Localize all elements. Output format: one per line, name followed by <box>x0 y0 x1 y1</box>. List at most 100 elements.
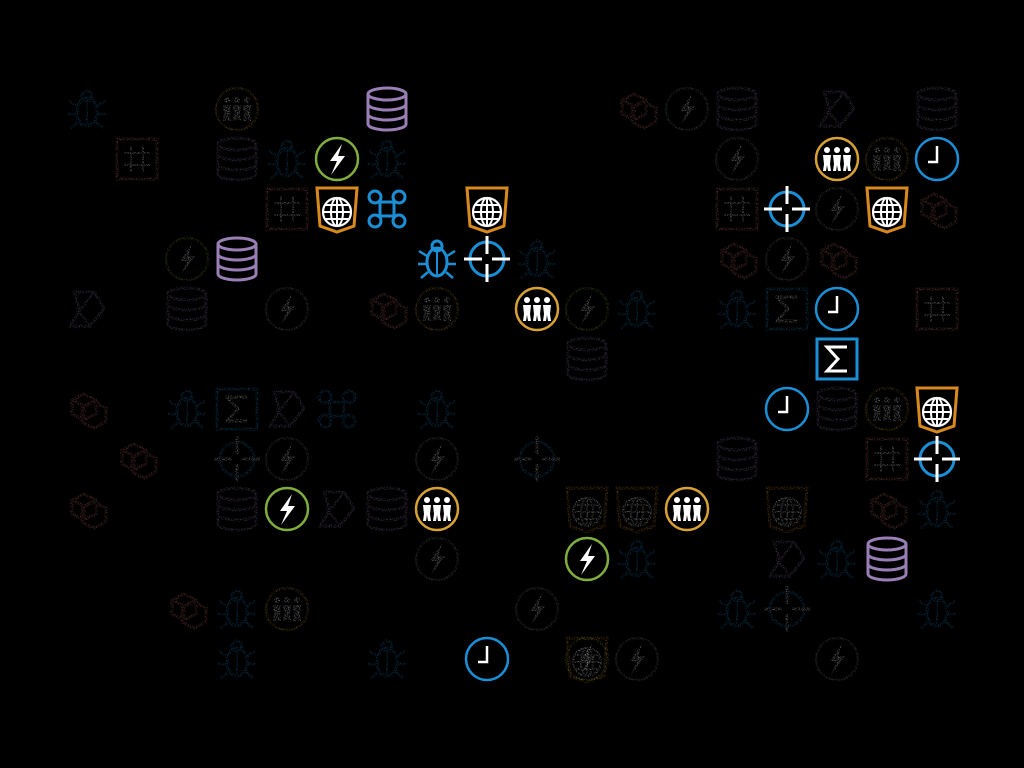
game-tile[interactable] <box>164 586 210 632</box>
game-tile[interactable] <box>564 486 610 534</box>
game-tile[interactable] <box>514 586 560 632</box>
game-tile[interactable] <box>414 386 460 432</box>
game-tile[interactable] <box>364 636 410 682</box>
game-tile[interactable] <box>714 586 760 632</box>
game-tile[interactable] <box>214 486 260 532</box>
game-tile[interactable] <box>914 186 960 232</box>
game-tile[interactable] <box>714 286 760 332</box>
game-tile[interactable] <box>164 386 210 432</box>
game-tile[interactable] <box>764 486 810 534</box>
game-tile[interactable] <box>564 536 610 582</box>
game-tile[interactable] <box>514 236 560 282</box>
game-tile[interactable] <box>914 386 960 434</box>
game-tile[interactable] <box>764 286 810 332</box>
game-tile[interactable] <box>814 536 860 582</box>
game-tile[interactable] <box>564 636 610 684</box>
game-tile[interactable] <box>314 386 360 432</box>
game-tile[interactable] <box>864 486 910 532</box>
game-tile[interactable] <box>914 436 960 482</box>
game-tile[interactable] <box>714 86 760 132</box>
game-tile[interactable] <box>214 136 260 182</box>
game-tile[interactable] <box>864 436 910 482</box>
game-tile[interactable] <box>114 136 160 182</box>
globe-badge-icon <box>565 636 609 684</box>
game-tile[interactable] <box>564 286 610 332</box>
game-tile[interactable] <box>264 186 310 232</box>
game-tile[interactable] <box>714 136 760 182</box>
game-tile[interactable] <box>814 186 860 232</box>
game-tile[interactable] <box>214 386 260 432</box>
game-tile[interactable] <box>414 236 460 282</box>
game-tile[interactable] <box>214 436 260 482</box>
game-tile[interactable] <box>864 536 910 582</box>
game-tile[interactable] <box>714 436 760 482</box>
game-tile[interactable] <box>464 186 510 234</box>
game-tile[interactable] <box>264 586 310 632</box>
game-tile[interactable] <box>614 286 660 332</box>
game-tile[interactable] <box>714 236 760 282</box>
game-tile[interactable] <box>464 236 510 282</box>
game-tile[interactable] <box>914 486 960 532</box>
game-tile[interactable] <box>864 186 910 234</box>
game-tile[interactable] <box>214 236 260 282</box>
game-tile[interactable] <box>764 586 810 632</box>
game-tile[interactable] <box>364 286 410 332</box>
game-tile[interactable] <box>914 86 960 132</box>
game-tile[interactable] <box>364 186 410 232</box>
game-tile[interactable] <box>864 136 910 182</box>
game-tile[interactable] <box>364 486 410 532</box>
game-tile[interactable] <box>114 436 160 482</box>
game-tile[interactable] <box>764 236 810 282</box>
game-tile[interactable] <box>264 286 310 332</box>
game-tile[interactable] <box>364 136 410 182</box>
game-tile[interactable] <box>614 486 660 534</box>
game-tile[interactable] <box>614 536 660 582</box>
game-tile[interactable] <box>214 636 260 682</box>
game-tile[interactable] <box>764 186 810 232</box>
game-tile[interactable] <box>414 486 460 532</box>
game-tile[interactable] <box>264 436 310 482</box>
game-tile[interactable] <box>364 86 410 132</box>
game-tile[interactable] <box>214 586 260 632</box>
game-tile[interactable] <box>514 286 560 332</box>
game-tile[interactable] <box>314 486 360 532</box>
game-tile[interactable] <box>664 486 710 532</box>
game-tile[interactable] <box>64 286 110 332</box>
game-tile[interactable] <box>314 136 360 182</box>
game-tile[interactable] <box>664 86 710 132</box>
game-tile[interactable] <box>814 386 860 432</box>
game-tile[interactable] <box>214 86 260 132</box>
game-tile[interactable] <box>914 586 960 632</box>
game-tile[interactable] <box>714 186 760 232</box>
game-tile[interactable] <box>564 336 610 382</box>
game-tile[interactable] <box>764 536 810 582</box>
bug-icon <box>618 539 656 579</box>
game-tile[interactable] <box>164 286 210 332</box>
game-tile[interactable] <box>814 86 860 132</box>
game-tile[interactable] <box>914 286 960 332</box>
game-tile[interactable] <box>814 136 860 182</box>
game-tile[interactable] <box>64 86 110 132</box>
game-tile[interactable] <box>64 486 110 532</box>
game-tile[interactable] <box>64 386 110 432</box>
game-tile[interactable] <box>264 386 310 432</box>
game-tile[interactable] <box>614 86 660 132</box>
game-tile[interactable] <box>414 286 460 332</box>
game-tile[interactable] <box>414 436 460 482</box>
game-tile[interactable] <box>614 636 660 682</box>
game-tile[interactable] <box>414 536 460 582</box>
game-tile[interactable] <box>764 386 810 432</box>
game-tile[interactable] <box>164 236 210 282</box>
game-tile[interactable] <box>264 136 310 182</box>
game-tile[interactable] <box>814 636 860 682</box>
game-tile[interactable] <box>814 286 860 332</box>
game-tile[interactable] <box>864 386 910 432</box>
game-tile[interactable] <box>464 636 510 682</box>
bug-icon <box>68 89 106 129</box>
game-tile[interactable] <box>514 436 560 482</box>
game-tile[interactable] <box>914 136 960 182</box>
game-tile[interactable] <box>814 336 860 382</box>
game-tile[interactable] <box>814 236 860 282</box>
game-tile[interactable] <box>264 486 310 532</box>
game-tile[interactable] <box>314 186 360 234</box>
